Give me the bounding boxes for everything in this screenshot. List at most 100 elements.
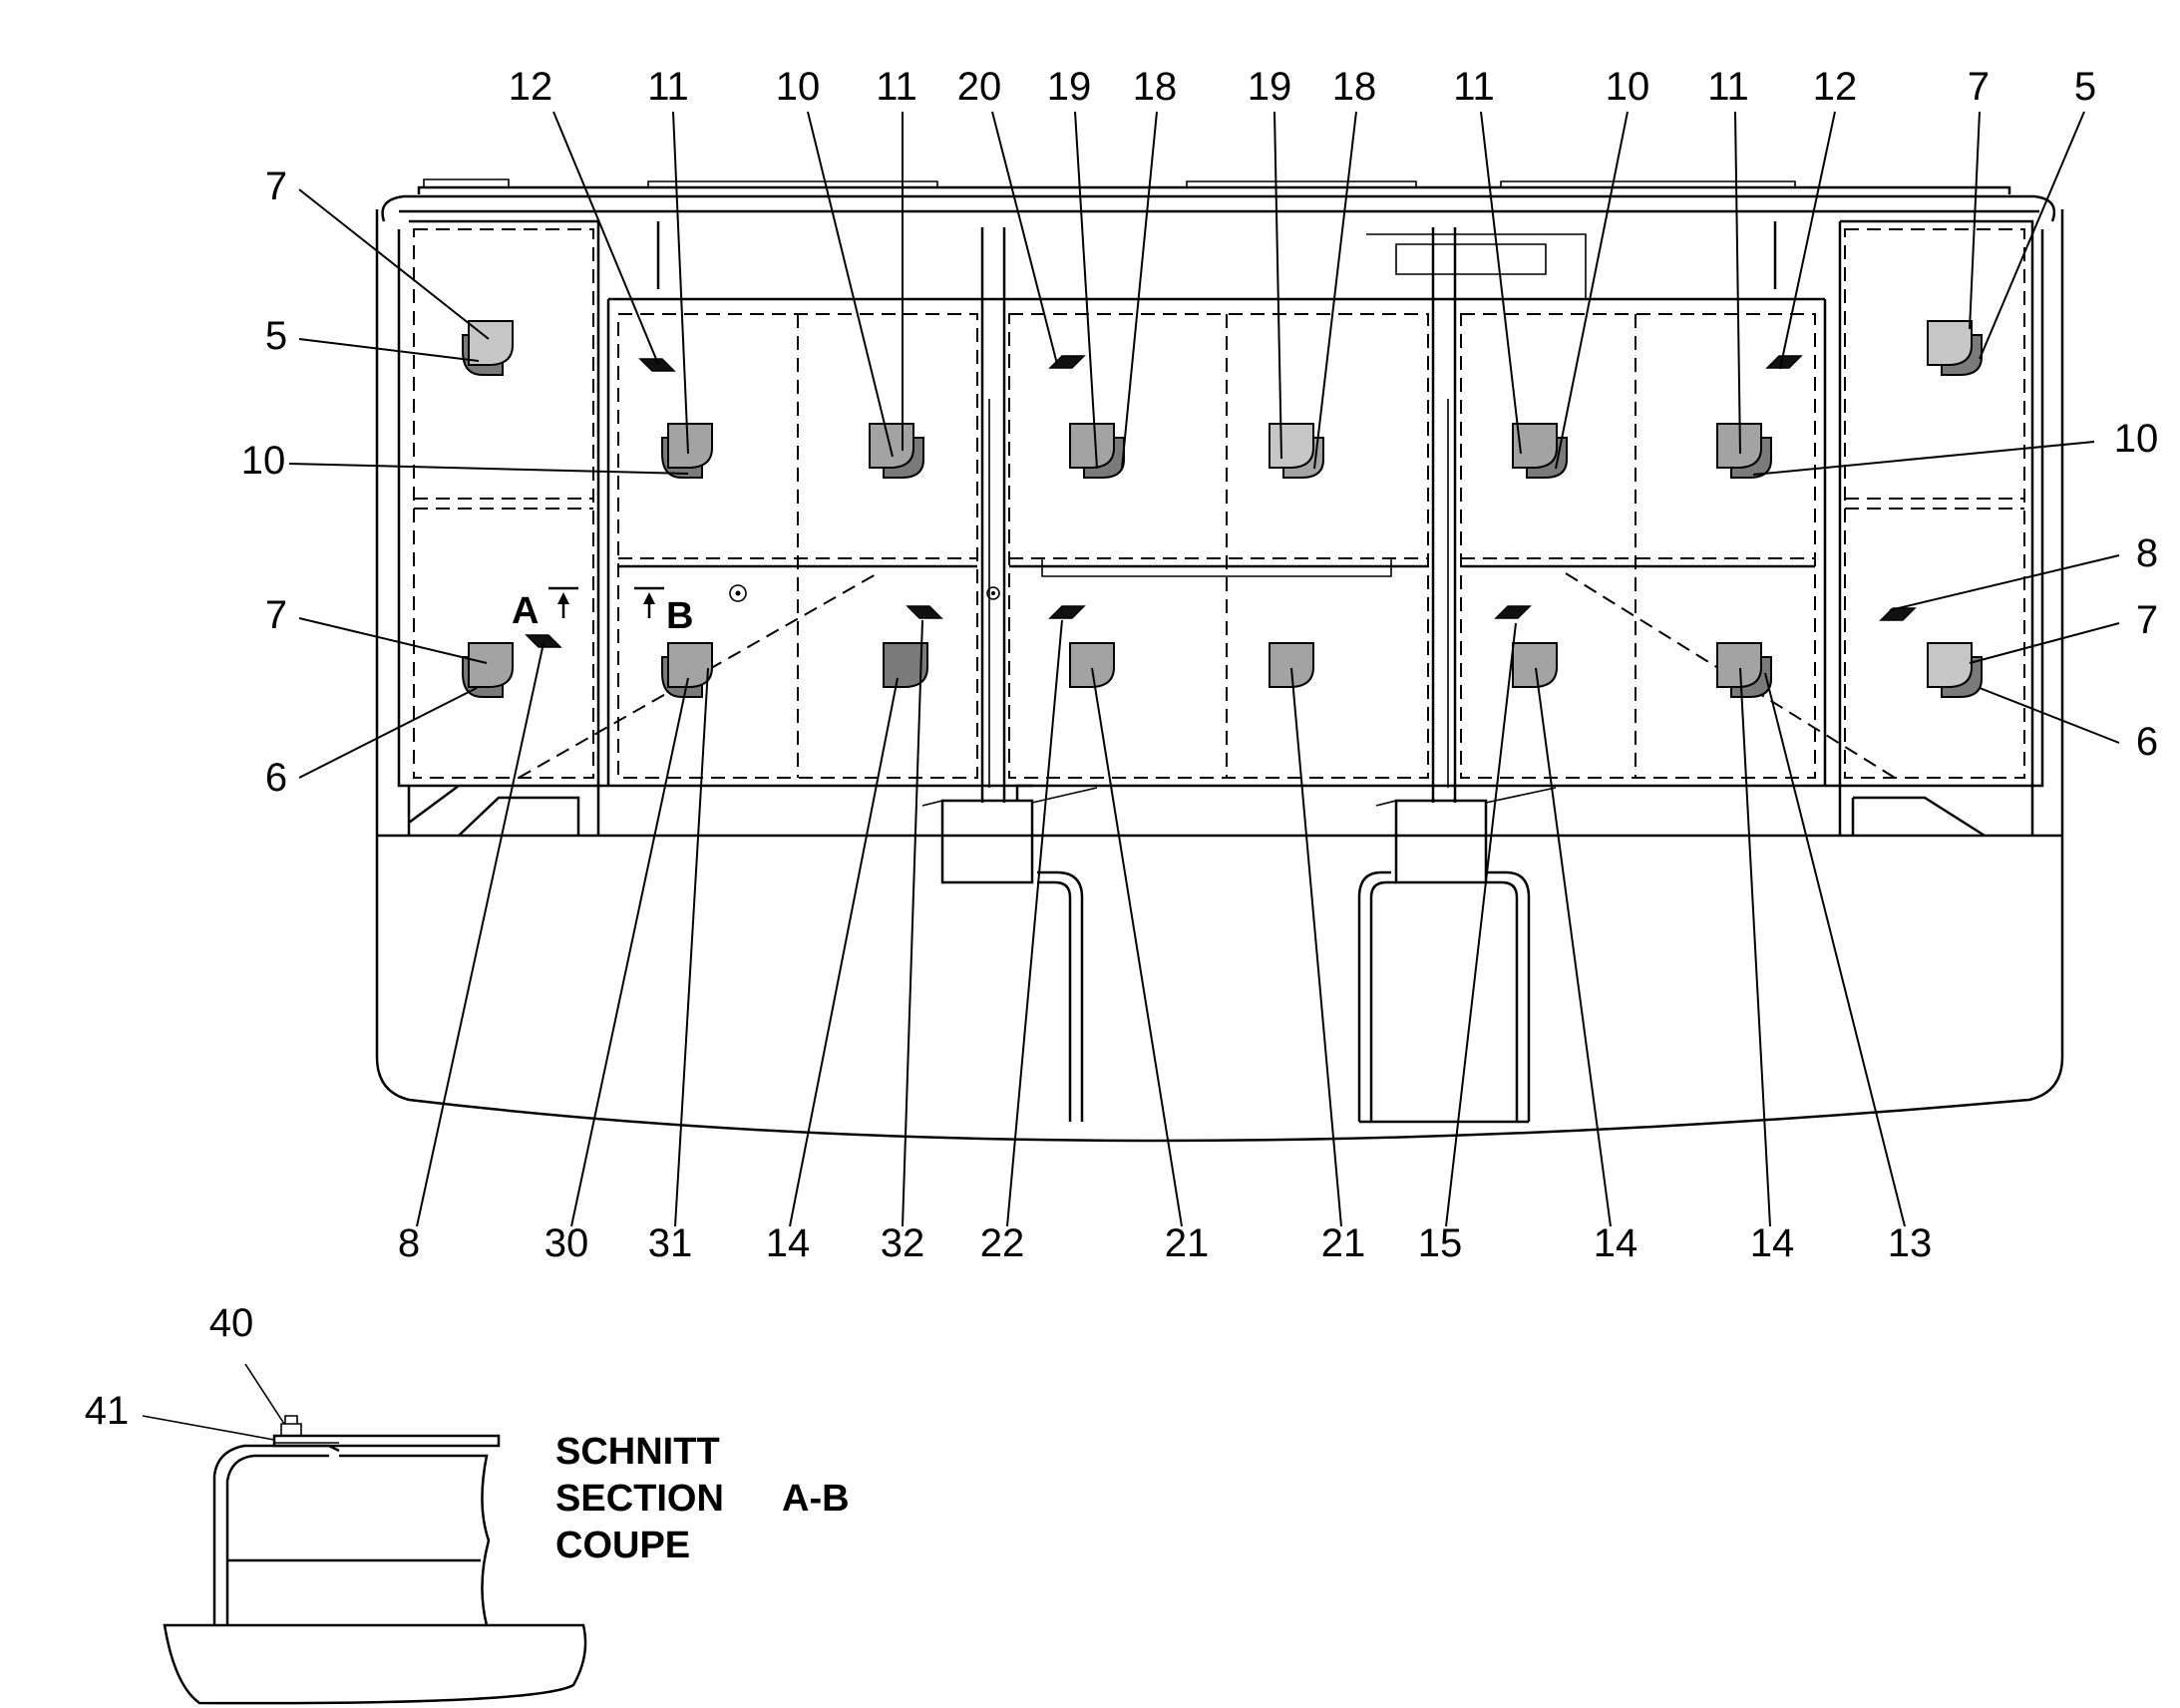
leader-line bbox=[298, 188, 490, 340]
leader-line bbox=[1734, 111, 1741, 455]
clip-part bbox=[1048, 605, 1086, 619]
leader-line bbox=[672, 111, 689, 455]
callout-label: 20 bbox=[957, 65, 1002, 109]
callout-label: 18 bbox=[1133, 65, 1178, 109]
callout-label: 12 bbox=[509, 65, 553, 109]
callout-label: 6 bbox=[265, 756, 287, 800]
callouts-bottom: 8 30 31 14 32 22 21 21 15 14 14 13 bbox=[398, 1221, 1932, 1265]
callout-label: 10 bbox=[1606, 65, 1650, 109]
section-mark-b: B bbox=[666, 595, 693, 637]
callout-label: 19 bbox=[1047, 65, 1092, 109]
callout-label: 10 bbox=[2114, 417, 2159, 461]
callout-label: 15 bbox=[1418, 1221, 1463, 1265]
callout-label: 7 bbox=[1968, 65, 1990, 109]
corner-part bbox=[1927, 642, 1973, 688]
leader-lines bbox=[288, 111, 2120, 1227]
leader-line bbox=[1091, 667, 1183, 1227]
leader-line bbox=[1969, 622, 2120, 664]
leader-line bbox=[298, 338, 480, 362]
leader-line bbox=[1273, 111, 1282, 460]
callout-label: 11 bbox=[1707, 65, 1749, 109]
callout-label: 11 bbox=[1453, 65, 1495, 109]
leader-line bbox=[1979, 687, 2120, 744]
section-detail: 40 41 SCHNITT SECTION COUPE A-B bbox=[85, 1301, 850, 1705]
clip-part bbox=[638, 358, 676, 372]
leader-line bbox=[416, 642, 545, 1227]
corner-part bbox=[1069, 423, 1115, 469]
leader-line bbox=[298, 617, 488, 664]
clip-part bbox=[1048, 355, 1086, 369]
leader-line bbox=[298, 687, 478, 779]
callout-label: 19 bbox=[1248, 65, 1292, 109]
corner-part bbox=[1069, 642, 1115, 688]
callout-label: 10 bbox=[776, 65, 821, 109]
callout-label: 21 bbox=[1321, 1221, 1366, 1265]
clip-part bbox=[1494, 605, 1532, 619]
leader-line bbox=[1006, 619, 1063, 1227]
leader-line bbox=[1290, 667, 1342, 1227]
corner-part bbox=[1512, 423, 1558, 469]
leader-line bbox=[789, 677, 899, 1227]
leader-line bbox=[1889, 554, 2120, 611]
leader-line bbox=[902, 619, 923, 1227]
callout-label: 6 bbox=[2136, 720, 2158, 764]
leader-line bbox=[1480, 111, 1522, 455]
leader-line bbox=[991, 111, 1058, 365]
callout-label: 5 bbox=[2074, 65, 2096, 109]
leader-line bbox=[1752, 441, 2095, 476]
callout-label: 30 bbox=[545, 1221, 589, 1265]
corner-part bbox=[468, 642, 514, 688]
leader-line bbox=[1979, 111, 2085, 360]
section-id: A-B bbox=[782, 1478, 850, 1520]
section-markers: A B bbox=[512, 586, 693, 637]
corner-part bbox=[1269, 642, 1314, 688]
housing-outline bbox=[375, 178, 2064, 1143]
leader-line bbox=[1121, 111, 1158, 470]
callout-label: 31 bbox=[648, 1221, 693, 1265]
leader-line bbox=[1555, 111, 1629, 470]
callout-label: 8 bbox=[398, 1221, 420, 1265]
callout-label: 22 bbox=[980, 1221, 1025, 1265]
callouts-top: 12 11 10 11 20 19 18 19 18 11 10 11 12 7… bbox=[509, 65, 2096, 109]
callout-label: 11 bbox=[876, 65, 917, 109]
callout-label: 11 bbox=[647, 65, 689, 109]
callout-label: 18 bbox=[1332, 65, 1377, 109]
callout-label: 12 bbox=[1813, 65, 1858, 109]
callout-label: 41 bbox=[85, 1389, 130, 1433]
corner-part bbox=[1269, 423, 1314, 469]
leader-line bbox=[1445, 622, 1517, 1227]
callout-label: 13 bbox=[1888, 1221, 1933, 1265]
leader-line bbox=[1313, 111, 1357, 470]
leader-line bbox=[1535, 667, 1612, 1227]
corner-part bbox=[869, 423, 914, 469]
callout-label: 14 bbox=[1594, 1221, 1638, 1265]
leader-line bbox=[1074, 111, 1098, 470]
leader-line bbox=[1764, 672, 1906, 1227]
parts-layer bbox=[462, 320, 1983, 698]
callout-label: 14 bbox=[1750, 1221, 1795, 1265]
callout-label: 40 bbox=[209, 1301, 254, 1345]
callout-label: 32 bbox=[881, 1221, 925, 1265]
callouts-left: 7 5 10 7 6 bbox=[241, 165, 287, 800]
clip-part bbox=[1879, 607, 1917, 621]
leader-line bbox=[1739, 667, 1771, 1227]
corner-part bbox=[667, 423, 713, 469]
callout-label: 8 bbox=[2136, 531, 2158, 575]
section-title-line: SCHNITT bbox=[555, 1431, 720, 1473]
corner-part bbox=[667, 642, 713, 688]
callout-label: 5 bbox=[265, 314, 287, 358]
leader-line bbox=[1779, 111, 1836, 370]
callouts-right: 10 8 7 6 bbox=[2114, 417, 2159, 764]
callout-label: 7 bbox=[265, 165, 287, 208]
section-title-line: COUPE bbox=[555, 1525, 690, 1566]
leader-line bbox=[552, 111, 659, 365]
corner-part bbox=[1716, 642, 1762, 688]
clip-part bbox=[525, 634, 562, 648]
callout-label: 7 bbox=[265, 593, 287, 637]
callout-label: 21 bbox=[1165, 1221, 1210, 1265]
clip-part bbox=[906, 605, 943, 619]
corner-part bbox=[1927, 320, 1973, 366]
clip-part bbox=[1765, 355, 1803, 369]
section-mark-a: A bbox=[512, 590, 539, 632]
